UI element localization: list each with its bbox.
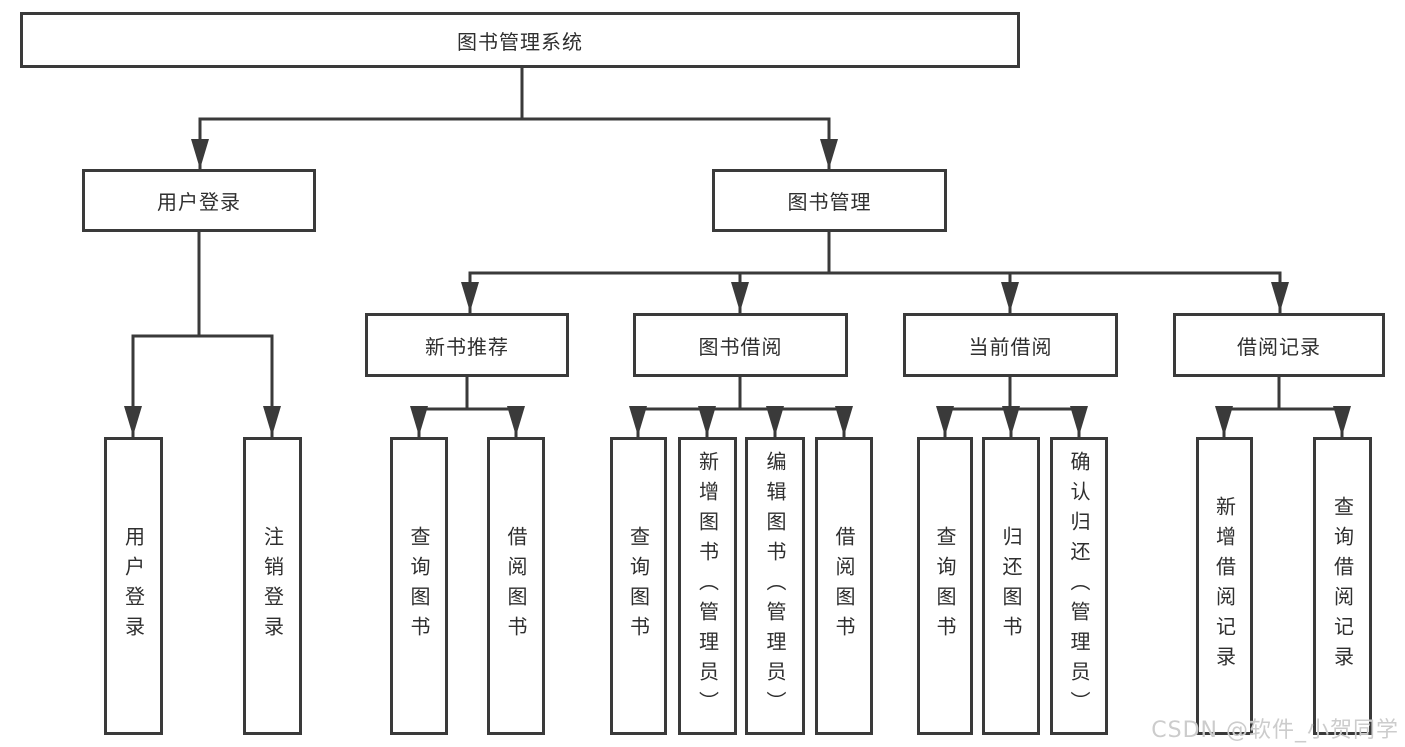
node-leaf-query-books-borrow: 查询图书 [610, 437, 667, 735]
node-label: 新书推荐 [425, 334, 509, 359]
node-new-book-recommendation: 新书推荐 [365, 313, 569, 377]
node-leaf-user-login: 用户登录 [104, 437, 163, 735]
node-label: 归还图书 [999, 526, 1023, 646]
node-leaf-add-books-admin: 新增图书（管理员） [678, 437, 737, 735]
node-label: 编辑图书（管理员） [763, 451, 787, 721]
node-leaf-borrow-books-rec: 借阅图书 [487, 437, 545, 735]
node-label: 用户登录 [157, 190, 241, 214]
node-label: 确认归还（管理员） [1067, 451, 1091, 721]
node-leaf-query-books-rec: 查询图书 [390, 437, 448, 735]
node-label: 借阅图书 [832, 526, 856, 646]
node-leaf-add-borrow-record: 新增借阅记录 [1196, 437, 1253, 735]
csdn-watermark: CSDN @软件_小贺同学 [1151, 718, 1399, 743]
node-leaf-query-books-current: 查询图书 [917, 437, 973, 735]
node-label: 图书管理系统 [457, 29, 583, 54]
node-borrowing-records: 借阅记录 [1173, 313, 1385, 377]
node-label: 图书管理 [787, 190, 872, 214]
node-label: 用户登录 [121, 526, 146, 646]
node-leaf-return-books: 归还图书 [982, 437, 1040, 735]
node-book-borrowing: 图书借阅 [633, 313, 848, 377]
node-label: 新增图书（管理员） [695, 451, 720, 721]
node-label: 新增借阅记录 [1212, 496, 1237, 676]
node-leaf-confirm-return-admin: 确认归还（管理员） [1050, 437, 1108, 735]
node-leaf-query-borrow-record: 查询借阅记录 [1313, 437, 1372, 735]
node-label: 借阅图书 [504, 526, 528, 646]
node-current-borrowing: 当前借阅 [903, 313, 1118, 377]
node-user-login-group: 用户登录 [82, 169, 316, 232]
node-label: 查询借阅记录 [1330, 496, 1355, 676]
node-label: 查询图书 [626, 526, 651, 646]
node-label: 当前借阅 [968, 334, 1053, 359]
node-label: 注销登录 [260, 526, 285, 646]
node-leaf-logout: 注销登录 [243, 437, 302, 735]
node-library-management-system: 图书管理系统 [20, 12, 1020, 68]
node-label: 查询图书 [407, 526, 431, 646]
node-leaf-borrow-books-borrow: 借阅图书 [815, 437, 873, 735]
node-leaf-edit-books-admin: 编辑图书（管理员） [745, 437, 805, 735]
node-book-management: 图书管理 [712, 169, 947, 232]
node-label: 图书借阅 [698, 334, 783, 359]
node-label: 查询图书 [933, 526, 957, 646]
node-label: 借阅记录 [1237, 334, 1321, 359]
